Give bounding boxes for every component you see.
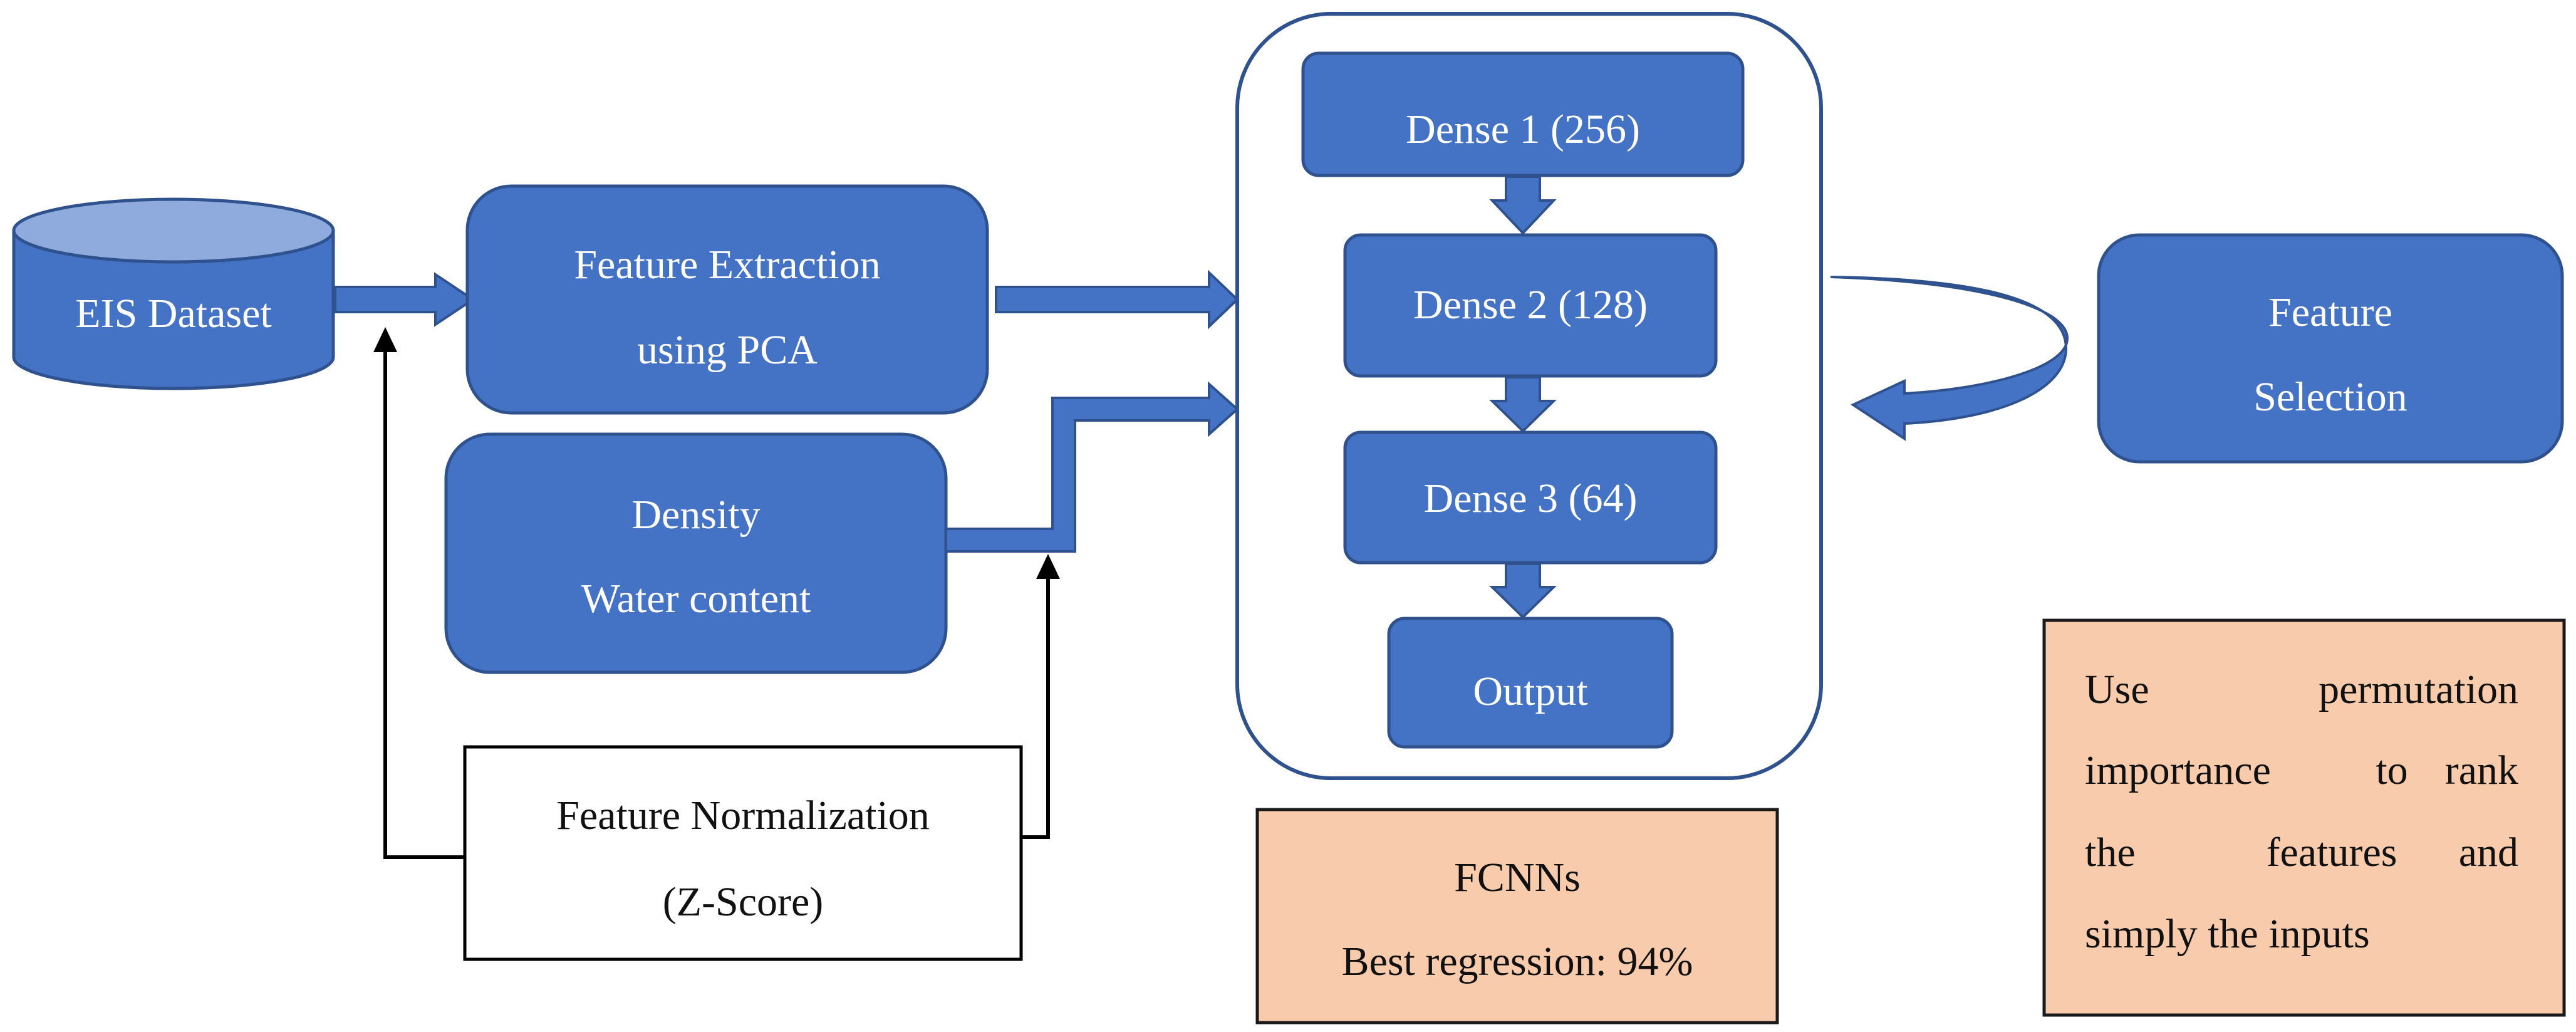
permutation-note: Use permutation importance to rank the f… — [2042, 618, 2566, 1017]
dense1-to-dense2-arrow — [1489, 175, 1557, 235]
density-label: Density — [631, 492, 760, 538]
dense2-label: Dense 2 (128) — [1413, 282, 1648, 328]
fcnn-note-result: Best regression: 94% — [1342, 939, 1693, 984]
permutation-line4: simply the inputs — [2085, 911, 2370, 957]
feature-selection-node: Feature Selection — [2097, 233, 2564, 464]
dense3-node: Dense 3 (64) — [1343, 430, 1718, 565]
water-content-label: Water content — [581, 576, 811, 622]
dense2-node: Dense 2 (128) — [1343, 233, 1718, 378]
permutation-word-and: and — [2459, 830, 2518, 875]
output-label: Output — [1473, 669, 1587, 714]
normalization-to-density-connector — [1021, 554, 1060, 839]
dense3-to-output-arrow — [1489, 563, 1557, 619]
output-node: Output — [1387, 617, 1674, 749]
density-water-node: Density Water content — [444, 432, 948, 674]
permutation-word-permutation: permutation — [2319, 667, 2518, 712]
permutation-word-the: the — [2085, 830, 2136, 875]
feature-extraction-line2: using PCA — [637, 327, 818, 373]
feature-extraction-node: Feature Extraction using PCA — [465, 184, 989, 415]
permutation-word-importance: importance — [2085, 748, 2271, 793]
feature-extraction-line1: Feature Extraction — [574, 242, 880, 288]
dense1-node: Dense 1 (256) — [1301, 51, 1745, 177]
density-to-network-arrow — [945, 381, 1240, 553]
feature-normalization-line2: (Z-Score) — [663, 879, 824, 925]
permutation-word-rank: rank — [2445, 748, 2518, 793]
eis-to-extraction-arrow — [334, 272, 475, 327]
extraction-to-network-arrow — [995, 269, 1239, 330]
permutation-word-use: Use — [2085, 667, 2149, 712]
eis-dataset-label: EIS Dataset — [75, 291, 271, 336]
dense2-to-dense3-arrow — [1489, 376, 1557, 433]
dense1-label: Dense 1 (256) — [1406, 107, 1640, 152]
permutation-word-to: to — [2376, 748, 2407, 793]
feature-normalization-node: Feature Normalization (Z-Score) — [463, 745, 1023, 961]
permutation-word-features: features — [2267, 830, 2397, 875]
feature-selection-line2: Selection — [2253, 374, 2407, 420]
normalization-to-dataset-connector — [373, 327, 465, 859]
feedback-loop-arrow — [1830, 276, 2069, 441]
eis-dataset-cylinder: EIS Dataset — [12, 197, 335, 390]
dense3-label: Dense 3 (64) — [1424, 476, 1638, 521]
fcnn-note-title: FCNNs — [1454, 855, 1581, 900]
feature-selection-line1: Feature — [2268, 289, 2392, 335]
fcnn-note: FCNNs Best regression: 94% — [1255, 808, 1779, 1024]
feature-normalization-line1: Feature Normalization — [556, 793, 930, 838]
